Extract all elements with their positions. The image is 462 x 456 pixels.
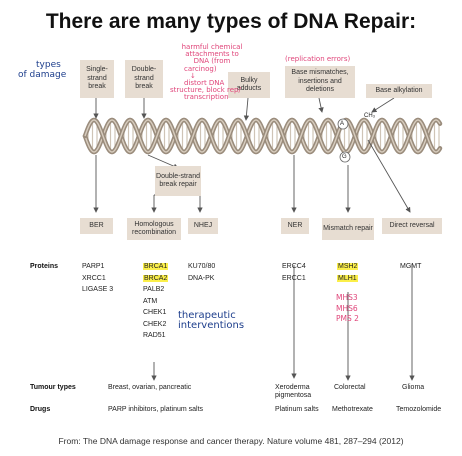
protein-item-highlighted: BRCA1 [143, 263, 169, 270]
handwriting-types: types [36, 60, 61, 70]
page-title: There are many types of DNA Repair: [45, 10, 417, 33]
base-g-label: G [342, 154, 347, 160]
base-g-marker [339, 151, 351, 163]
pathway-homologous-recombination: Homologous recombination [127, 218, 181, 240]
protein-item: LIGASE 3 [82, 286, 114, 293]
row-label-tumour-types: Tumour types [30, 384, 76, 391]
protein-item: KU70/80 [188, 263, 216, 270]
damage-single-strand-break: Single-strand break [80, 60, 114, 98]
protein-item: RAD51 [143, 332, 166, 339]
proteins-ber: PARP1 XRCC1 LIGASE 3 [82, 261, 113, 296]
damage-base-alkylation: Base alkylation [366, 84, 432, 98]
damage-double-strand-break: Double-strand break [125, 60, 163, 98]
protein-item-highlighted: MSH2 [337, 263, 359, 270]
proteins-dr: MGMT [400, 261, 421, 273]
source-caption: From: The DNA damage response and cancer… [58, 436, 404, 446]
base-a-label: A [340, 121, 345, 127]
tumour-ner: Xeroderma pigmentosa [275, 384, 312, 399]
dna-helix [82, 117, 443, 155]
drug-ner: Platinum salts [275, 406, 319, 413]
drug-mmr: Methotrexate [332, 406, 373, 413]
protein-item: CHEK1 [143, 309, 167, 316]
handwriting-mmr-extra-proteins: MHS3 MHS6 PMS 2 [336, 293, 359, 323]
dna-strand-b-highlight [84, 119, 441, 153]
handwriting-of-damage: of damage [18, 70, 67, 80]
pathway-mismatch-repair: Mismatch repair [322, 218, 374, 240]
protein-item-highlighted: BRCA2 [143, 274, 169, 282]
handwriting-therapeutic-interventions: therapeutic interventions [178, 310, 245, 331]
handwriting-harmful-chemical: harmful chemical attachments to DNA (fro… [170, 43, 243, 102]
handwriting-replication-errors: (replication errors) [285, 55, 351, 63]
proteins-mmr: MSH2 MLH1 [337, 261, 359, 284]
ch3-label: CH₃ [364, 113, 376, 119]
proteins-hr: BRCA1 BRCA2 PALB2 ATM CHEK1 CHEK2 RAD51 [143, 261, 169, 342]
row-label-drugs: Drugs [30, 406, 51, 413]
protein-item: MGMT [400, 263, 422, 270]
base-a-marker [337, 118, 349, 130]
damage-bulky-adducts: Bulky adducts [228, 72, 270, 98]
proteins-ner: ERCC4 ERCC1 [282, 261, 306, 284]
protein-item: DNA-PK [188, 274, 215, 282]
tumour-dr: Glioma [402, 384, 425, 391]
pathway-ber: BER [80, 218, 113, 234]
proteins-nhej: KU70/80 DNA-PK [188, 261, 215, 284]
protein-item: PALB2 [143, 286, 165, 293]
pathway-ner: NER [281, 218, 309, 234]
connector-lines [93, 97, 415, 381]
protein-item: PARP1 [82, 263, 105, 270]
row-label-proteins: Proteins [30, 263, 59, 270]
protein-item: XRCC1 [82, 274, 106, 282]
protein-item: ERCC4 [282, 263, 306, 270]
drug-hr: PARP inhibitors, platinum salts [108, 406, 204, 413]
drug-dr: Temozolomide [396, 406, 442, 413]
protein-item: ERCC1 [282, 274, 306, 282]
dsb-repair-box: Double-strand break repair [155, 166, 201, 196]
tumour-mmr: Colorectal [334, 384, 366, 391]
tumour-hr: Breast, ovarian, pancreatic [108, 384, 192, 391]
damage-base-mismatches: Base mismatches, insertions and deletion… [285, 66, 355, 98]
protein-item-highlighted: MLH1 [337, 274, 358, 282]
protein-item: ATM [143, 297, 158, 305]
pathway-direct-reversal: Direct reversal [382, 218, 442, 234]
pathway-nhej: NHEJ [188, 218, 218, 234]
protein-item: CHEK2 [143, 320, 167, 328]
dna-strand-a-highlight [84, 119, 441, 153]
